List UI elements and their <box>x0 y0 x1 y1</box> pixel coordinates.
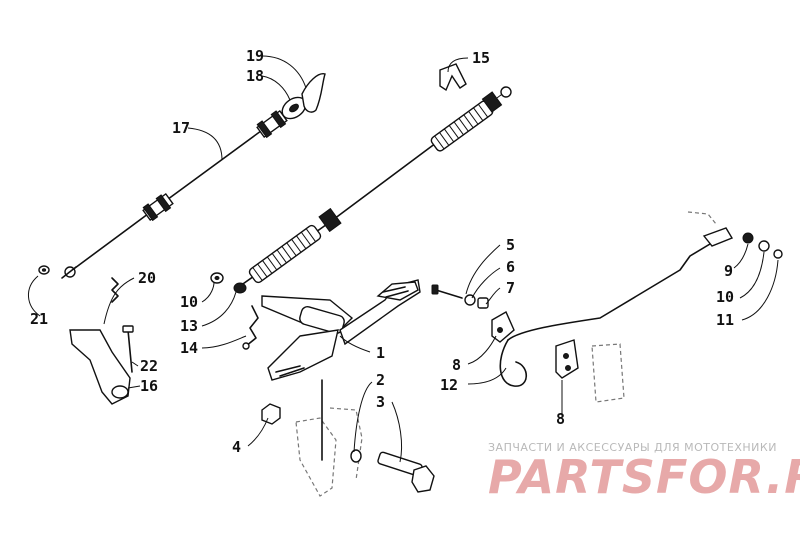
lever-16-assembly <box>69 277 134 405</box>
callout-22: 22 <box>140 357 158 375</box>
callout-17: 17 <box>172 119 190 137</box>
brake-cable-main <box>210 63 512 294</box>
callout-labels: 19 18 17 15 20 21 10 13 14 22 16 1 2 3 4… <box>30 47 734 456</box>
callout-20: 20 <box>138 269 156 287</box>
leader-lines <box>28 55 779 463</box>
callout-6: 6 <box>506 258 515 276</box>
callout-8b: 8 <box>556 410 565 428</box>
callout-16: 16 <box>140 377 158 395</box>
callout-5: 5 <box>506 236 515 254</box>
callout-3: 3 <box>376 393 385 411</box>
watermark-brand: PARTSFOR.RU <box>488 450 800 504</box>
callout-21: 21 <box>30 310 48 328</box>
callout-15: 15 <box>472 49 490 67</box>
callout-1: 1 <box>376 344 385 362</box>
callout-13: 13 <box>180 317 198 335</box>
callout-19: 19 <box>246 47 264 65</box>
callout-11: 11 <box>716 311 734 329</box>
watermark-tagline: ЗАПЧАСТИ И АКСЕССУАРЫ ДЛЯ МОТОТЕХНИКИ <box>488 441 777 454</box>
callout-10a: 10 <box>180 293 198 311</box>
callout-14: 14 <box>180 339 198 357</box>
pivot-hardware <box>261 379 435 497</box>
cable-17 <box>38 73 326 279</box>
brake-pedal <box>242 279 421 381</box>
callout-7: 7 <box>506 279 515 297</box>
callout-9: 9 <box>724 262 733 280</box>
callout-2: 2 <box>376 371 385 389</box>
callout-10b: 10 <box>716 288 734 306</box>
callout-8a: 8 <box>452 356 461 374</box>
callout-4: 4 <box>232 438 241 456</box>
callout-18: 18 <box>246 67 264 85</box>
rod-assembly-right <box>431 211 783 403</box>
callout-12: 12 <box>440 376 458 394</box>
watermark: ЗАПЧАСТИ И АКСЕССУАРЫ ДЛЯ МОТОТЕХНИКИ PA… <box>488 441 800 504</box>
